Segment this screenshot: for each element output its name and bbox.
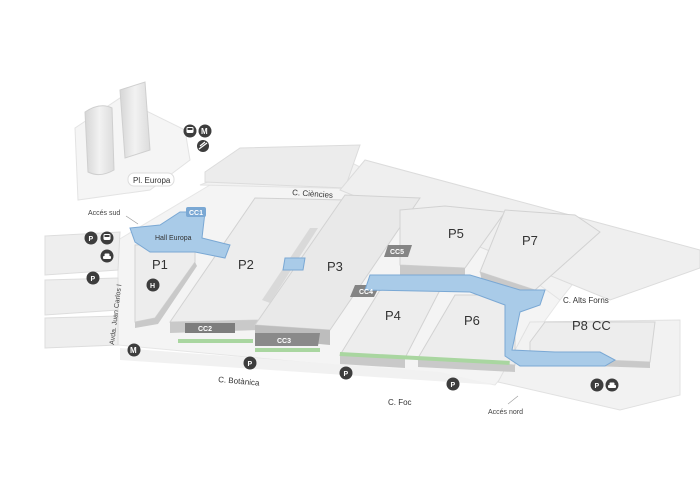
label-cc2: CC2 (198, 326, 212, 333)
building-p1-side (135, 262, 197, 328)
block-cc2 (185, 323, 235, 333)
label-p5: P5 (448, 226, 464, 241)
green-strips (178, 339, 510, 365)
towers (84, 81, 151, 176)
svg-text:P: P (248, 361, 253, 368)
acces-nord-arrow (507, 395, 519, 405)
green-strip-2 (255, 348, 320, 352)
block-cc3 (255, 333, 320, 346)
service-badges: M P P H M (84, 124, 619, 392)
hall-labels: P1 P2 P3 P4 P5 P6 P7 P8 CC (152, 226, 611, 333)
congress-blocks (185, 245, 412, 346)
label-cc1: CC1 (189, 210, 203, 217)
svg-text:M: M (201, 127, 208, 136)
block-left-3 (44, 315, 119, 349)
train-icon[interactable] (197, 140, 209, 152)
label-p8: P8 (572, 318, 588, 333)
building-p7 (479, 209, 601, 291)
bus-icon[interactable] (183, 124, 197, 138)
svg-text:P: P (344, 371, 349, 378)
label-p3: P3 (327, 259, 343, 274)
taxi-icon-left[interactable] (100, 249, 114, 263)
block-left-2 (44, 277, 119, 316)
tower-left (84, 105, 115, 176)
label-p7: P7 (522, 233, 538, 248)
metro-icon[interactable]: M (198, 124, 212, 138)
bus-icon-left[interactable] (100, 231, 114, 245)
walkways (129, 211, 617, 367)
pl-europa-pill (127, 172, 175, 187)
parking-icon-left-2[interactable]: P (86, 271, 100, 285)
label-cc: CC (592, 318, 611, 333)
label-hall-europa: Hall Europa (155, 235, 192, 242)
parking-icon-left-1[interactable]: P (84, 231, 98, 245)
block-cc5 (384, 245, 412, 257)
label-p1: P1 (152, 257, 168, 272)
label-p4: P4 (385, 308, 401, 323)
svg-text:P: P (89, 236, 94, 243)
green-strip-1 (178, 339, 253, 343)
metro-icon-south[interactable]: M (127, 343, 141, 357)
parking-icon-botanica[interactable]: P (243, 356, 257, 370)
walkway-main (364, 274, 617, 367)
label-pl-europa: Pl. Europa (133, 176, 171, 185)
label-cc5: CC5 (390, 249, 404, 256)
walkway-p2-p3 (282, 257, 306, 271)
svg-text:H: H (150, 283, 155, 290)
parking-icon-foc-2[interactable]: P (446, 377, 460, 391)
green-strip-3 (339, 352, 510, 365)
hotel-icon[interactable]: H (146, 278, 160, 292)
svg-text:P: P (91, 276, 96, 283)
svg-text:P: P (595, 383, 600, 390)
hall-europa-area (129, 211, 231, 259)
label-p6: P6 (464, 313, 480, 328)
svg-text:P: P (451, 382, 456, 389)
label-p2: P2 (238, 257, 254, 272)
acces-sud-arrow (125, 215, 139, 225)
cc1-badge (186, 207, 206, 217)
congress-labels: CC1 CC2 CC3 CC4 CC5 Hall Europa (155, 207, 404, 345)
parking-icon-north[interactable]: P (590, 378, 604, 392)
label-c-ciencies: C. Ciències (292, 188, 333, 200)
label-acces-nord: Accés nord (488, 409, 523, 416)
building-p6-side (418, 358, 515, 372)
label-c-alts-forns: C. Alts Forns (563, 296, 609, 305)
label-c-botanica: C. Botànica (218, 375, 261, 388)
taxi-icon-north[interactable] (605, 378, 619, 392)
label-cc3: CC3 (277, 338, 291, 345)
ground-south-row (120, 348, 495, 385)
parking-icon-foc-1[interactable]: P (339, 366, 353, 380)
svg-text:M: M (130, 346, 137, 355)
label-acces-sud: Accés sud (88, 210, 120, 217)
block-c-ciencies-left (204, 144, 361, 189)
label-cc4: CC4 (359, 289, 373, 296)
tower-right (119, 81, 151, 159)
label-c-foc: C. Foc (388, 398, 412, 407)
